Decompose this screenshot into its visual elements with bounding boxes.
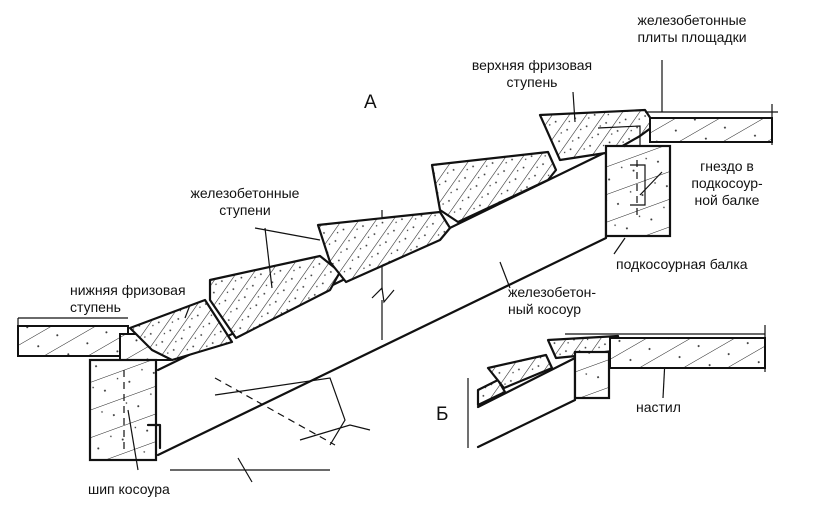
concrete-step-2 [316, 210, 452, 284]
label-view-b: Б [436, 404, 449, 425]
label-lower-frieze-step-line1: нижняя фризовая [70, 282, 186, 298]
label-socket-line1: гнездо в [700, 158, 754, 174]
label-landing-slabs: железобетонные плиты площадки [613, 12, 771, 46]
label-concrete-stringer-line1: железобетон- [508, 284, 596, 300]
label-socket: гнездо в подкосоур- ной балке [672, 158, 782, 209]
upper-landing-slabs [645, 60, 778, 145]
label-decking: настил [636, 399, 681, 415]
label-upper-frieze-step-line2: ступень [506, 74, 558, 90]
label-lower-frieze-step: нижняя фризовая ступень [70, 282, 186, 316]
label-upper-frieze-step: верхняя фризовая ступень [462, 57, 602, 91]
label-concrete-steps-line1: железобетонные [190, 185, 300, 201]
label-concrete-stringer-line2: ный косоур [508, 301, 581, 317]
label-concrete-steps-line2: ступени [219, 202, 271, 218]
concrete-step-1 [208, 254, 342, 340]
label-upper-frieze-step-line1: верхняя фризовая [471, 57, 593, 73]
concrete-step-3 [430, 150, 558, 224]
label-landing-slabs-line1: железобетонные [637, 12, 747, 28]
lower-frieze-step [128, 298, 234, 362]
label-concrete-steps: железобетонные ступени [180, 185, 310, 219]
label-socket-line3: ной балке [694, 192, 760, 208]
label-lower-frieze-step-line2: ступень [70, 299, 121, 315]
upper-stringer-beam [604, 144, 672, 238]
label-landing-slabs-line2: плиты площадки [637, 29, 747, 45]
label-stringer-beam: подкосоурная балка [616, 256, 748, 272]
view-b-detail [467, 325, 766, 449]
label-concrete-stringer: железобетон- ный косоур [508, 284, 596, 318]
label-socket-line2: подкосоур- [691, 175, 763, 191]
lower-stringer-beam [88, 358, 162, 462]
label-stringer-tenon: шип косоура [88, 481, 170, 497]
label-view-a: А [364, 92, 377, 113]
